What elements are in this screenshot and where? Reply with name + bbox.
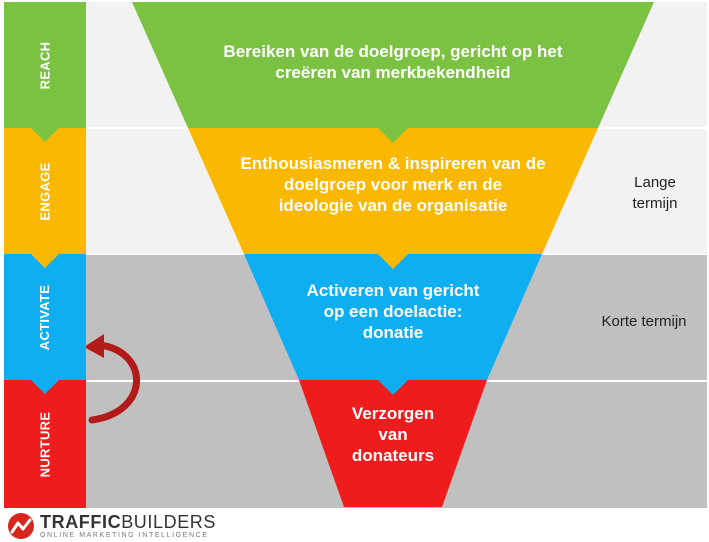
stage-nurture-label: NURTURE (37, 411, 53, 477)
activate-text: Activeren van gericht op een doelactie: … (270, 280, 516, 343)
logo-wordmark-rest: BUILDERS (121, 512, 217, 532)
long-term-line: termijn (632, 195, 678, 212)
engage-text-line: ideologie van de organisatie (278, 196, 508, 215)
stage-notch-activate (31, 380, 59, 394)
activate-text-line: donatie (362, 323, 424, 342)
short-term-label: Korte termijn (580, 311, 708, 332)
engage-text-line: Enthousiasmeren & inspireren van de (240, 154, 546, 173)
engage-text: Enthousiasmeren & inspireren van de doel… (200, 153, 586, 216)
reach-text: Bereiken van de doelgroep, gericht op he… (160, 41, 626, 83)
funnel-reach (132, 2, 654, 128)
stage-reach: REACH (4, 2, 86, 128)
stage-notch-reach (31, 128, 59, 142)
funnel-notch-reach (378, 128, 408, 143)
stage-activate-label: ACTIVATE (37, 284, 53, 350)
funnel-notch-engage (378, 254, 408, 269)
long-term-label: Lange termijn (610, 172, 700, 214)
long-term-line: Lange (634, 174, 676, 191)
short-term-text: Korte termijn (601, 313, 687, 330)
trafficbuilders-logo-icon (8, 513, 34, 539)
reach-text-line: creëren van merkbekendheid (275, 63, 511, 82)
stage-nurture: NURTURE (4, 380, 86, 508)
stage-notch-engage (31, 254, 59, 268)
funnel-activate (244, 254, 542, 380)
engage-text-line: doelgroep voor merk en de (283, 175, 503, 194)
logo-wordmark-bold: TRAFFIC (40, 512, 122, 532)
logo-tagline: ONLINE MARKETING INTELLIGENCE (40, 532, 209, 539)
funnel-nurture (299, 380, 487, 507)
loop-arrow-icon (88, 341, 140, 424)
funnel-engage (188, 128, 598, 254)
reach-text-line: Bereiken van de doelgroep, gericht op he… (223, 42, 563, 61)
nurture-text: Verzorgen van donateurs (318, 403, 468, 466)
logo-wordmark: TRAFFICBUILDERS (40, 512, 216, 533)
loop-arrowhead (84, 334, 104, 358)
activate-text-line: op een doelactie: (323, 302, 463, 321)
nurture-text-line: van (378, 425, 408, 444)
nurture-text-line: Verzorgen (351, 404, 435, 423)
stage-engage-label: ENGAGE (37, 161, 53, 221)
stage-activate: ACTIVATE (4, 254, 86, 380)
nurture-text-line: donateurs (351, 446, 435, 465)
funnel-notch-activate (378, 380, 408, 395)
stage-engage: ENGAGE (4, 128, 86, 254)
stage-reach-label: REACH (37, 41, 53, 89)
activate-text-line: Activeren van gericht (306, 281, 480, 300)
